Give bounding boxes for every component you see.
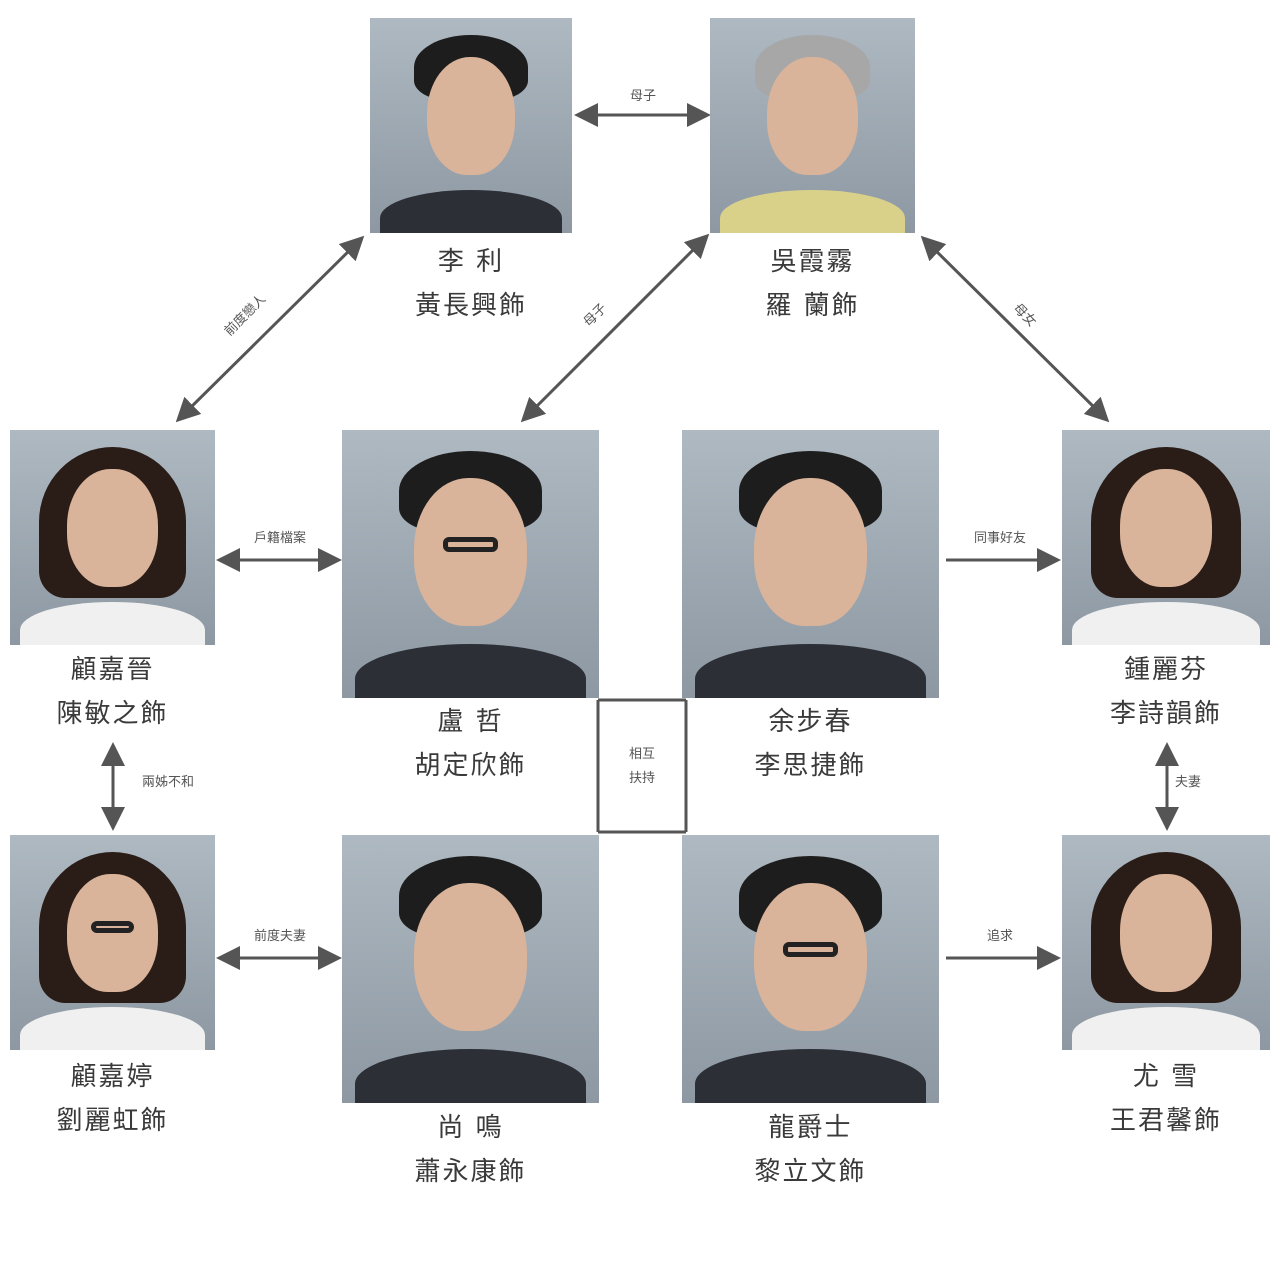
shoulders-shape bbox=[20, 602, 205, 645]
actor-name: 羅 蘭飾 bbox=[765, 291, 860, 321]
role-name: 吳霞霧 bbox=[770, 247, 855, 277]
relation-label-5: 同事好友 bbox=[974, 530, 1026, 546]
portrait-p9 bbox=[682, 835, 939, 1103]
relation-label-3: 母女 bbox=[1010, 300, 1040, 330]
face-shape bbox=[1120, 873, 1212, 992]
role-name: 顧嘉婷 bbox=[70, 1062, 155, 1092]
shoulders-shape bbox=[20, 1007, 205, 1050]
role-name: 尤 雪 bbox=[1132, 1062, 1200, 1092]
shoulders-shape bbox=[694, 644, 927, 698]
portrait-p1 bbox=[370, 18, 572, 233]
role-name: 李 利 bbox=[437, 247, 505, 277]
portrait-p6 bbox=[1062, 430, 1270, 645]
name-p3: 顧嘉晉 陳敏之飾 bbox=[10, 648, 215, 736]
portrait-p3 bbox=[10, 430, 215, 645]
relation-label-8: 追求 bbox=[987, 928, 1013, 944]
portrait-p10 bbox=[1062, 835, 1270, 1050]
actor-name: 黎立文飾 bbox=[754, 1157, 867, 1187]
shoulders-shape bbox=[1072, 602, 1260, 645]
role-name: 鍾麗芬 bbox=[1123, 655, 1208, 685]
portrait-p5 bbox=[682, 430, 939, 698]
support-bracket-label-0: 相互 bbox=[629, 747, 655, 762]
actor-name: 黃長興飾 bbox=[414, 291, 527, 321]
relation-line-3 bbox=[920, 235, 1110, 423]
actor-name: 李思捷飾 bbox=[754, 751, 867, 781]
actor-name: 李詩韻飾 bbox=[1109, 699, 1222, 729]
relation-line-1 bbox=[175, 235, 365, 423]
name-p7: 顧嘉婷 劉麗虹飾 bbox=[10, 1055, 215, 1143]
face-shape bbox=[67, 873, 158, 992]
portrait-p8 bbox=[342, 835, 599, 1103]
shoulders-shape bbox=[1072, 1007, 1260, 1050]
face-shape bbox=[413, 478, 528, 626]
relation-label-9: 夫妻 bbox=[1175, 775, 1201, 790]
shoulders-shape bbox=[694, 1049, 927, 1103]
portrait-p2 bbox=[710, 18, 915, 233]
role-name: 盧 哲 bbox=[437, 707, 504, 737]
shoulders-shape bbox=[380, 190, 562, 233]
relation-label-4: 戶籍檔案 bbox=[254, 530, 306, 546]
relation-label-7: 前度夫妻 bbox=[254, 928, 306, 944]
role-name: 顧嘉晉 bbox=[70, 655, 155, 685]
portrait-p4 bbox=[342, 430, 599, 698]
role-name: 龍爵士 bbox=[768, 1113, 853, 1143]
name-p2: 吳霞霧 羅 蘭飾 bbox=[710, 240, 915, 328]
face-shape bbox=[753, 883, 868, 1031]
shoulders-shape bbox=[354, 1049, 587, 1103]
glasses-shape bbox=[443, 537, 498, 552]
name-p4: 盧 哲 胡定欣飾 bbox=[342, 700, 599, 788]
relation-line-2 bbox=[520, 233, 710, 423]
glasses-shape bbox=[783, 942, 838, 957]
face-shape bbox=[767, 56, 858, 175]
name-p9: 龍爵士 黎立文飾 bbox=[682, 1106, 939, 1194]
name-p5: 余步春 李思捷飾 bbox=[682, 700, 939, 788]
role-name: 余步春 bbox=[768, 707, 853, 737]
actor-name: 蕭永康飾 bbox=[414, 1157, 527, 1187]
portrait-p7 bbox=[10, 835, 215, 1050]
face-shape bbox=[67, 468, 158, 587]
actor-name: 胡定欣飾 bbox=[414, 751, 527, 781]
glasses-shape bbox=[90, 920, 135, 933]
face-shape bbox=[1120, 468, 1212, 587]
face-shape bbox=[753, 478, 868, 626]
actor-name: 陳敏之飾 bbox=[56, 699, 169, 729]
support-bracket-label-1: 扶持 bbox=[629, 771, 655, 786]
shoulders-shape bbox=[354, 644, 587, 698]
role-name: 尚 鳴 bbox=[437, 1113, 504, 1143]
relation-label-6: 兩姊不和 bbox=[142, 775, 194, 790]
relation-label-2: 母子 bbox=[581, 301, 610, 330]
name-p6: 鍾麗芬 李詩韻飾 bbox=[1062, 648, 1270, 736]
actor-name: 劉麗虹飾 bbox=[56, 1106, 169, 1136]
relation-label-0: 母子 bbox=[630, 89, 656, 104]
name-p10: 尤 雪 王君馨飾 bbox=[1062, 1055, 1270, 1143]
relation-label-1: 前度戀人 bbox=[221, 291, 269, 339]
name-p1: 李 利 黃長興飾 bbox=[370, 240, 572, 328]
name-p8: 尚 鳴 蕭永康飾 bbox=[342, 1106, 599, 1194]
shoulders-shape bbox=[720, 190, 905, 233]
face-shape bbox=[413, 883, 528, 1031]
face-shape bbox=[426, 56, 516, 175]
actor-name: 王君馨飾 bbox=[1109, 1106, 1222, 1136]
